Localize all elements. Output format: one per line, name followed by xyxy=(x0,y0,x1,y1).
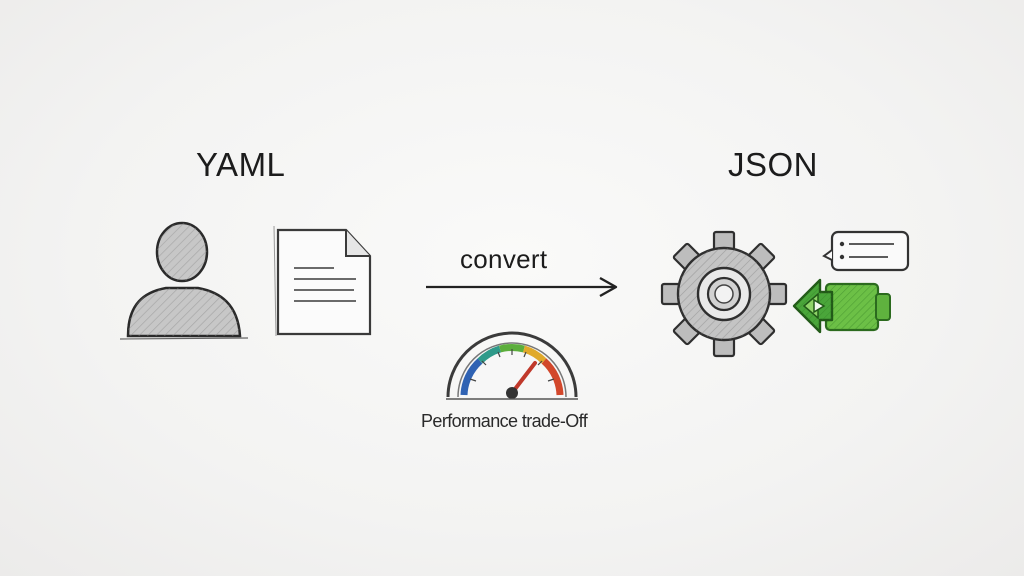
convert-arrow-icon xyxy=(426,276,618,298)
message-card-icon xyxy=(822,230,910,272)
convert-label: convert xyxy=(460,244,548,274)
document-icon xyxy=(273,225,372,337)
green-arrow-block-icon xyxy=(792,278,891,334)
yaml-title: YAML xyxy=(196,146,286,183)
json-title: JSON xyxy=(728,146,819,183)
gear-icon xyxy=(660,230,788,358)
performance-tradeoff-caption: Performance trade-Off xyxy=(421,411,588,431)
speedometer-gauge-icon xyxy=(446,331,578,400)
person-icon xyxy=(119,221,249,340)
